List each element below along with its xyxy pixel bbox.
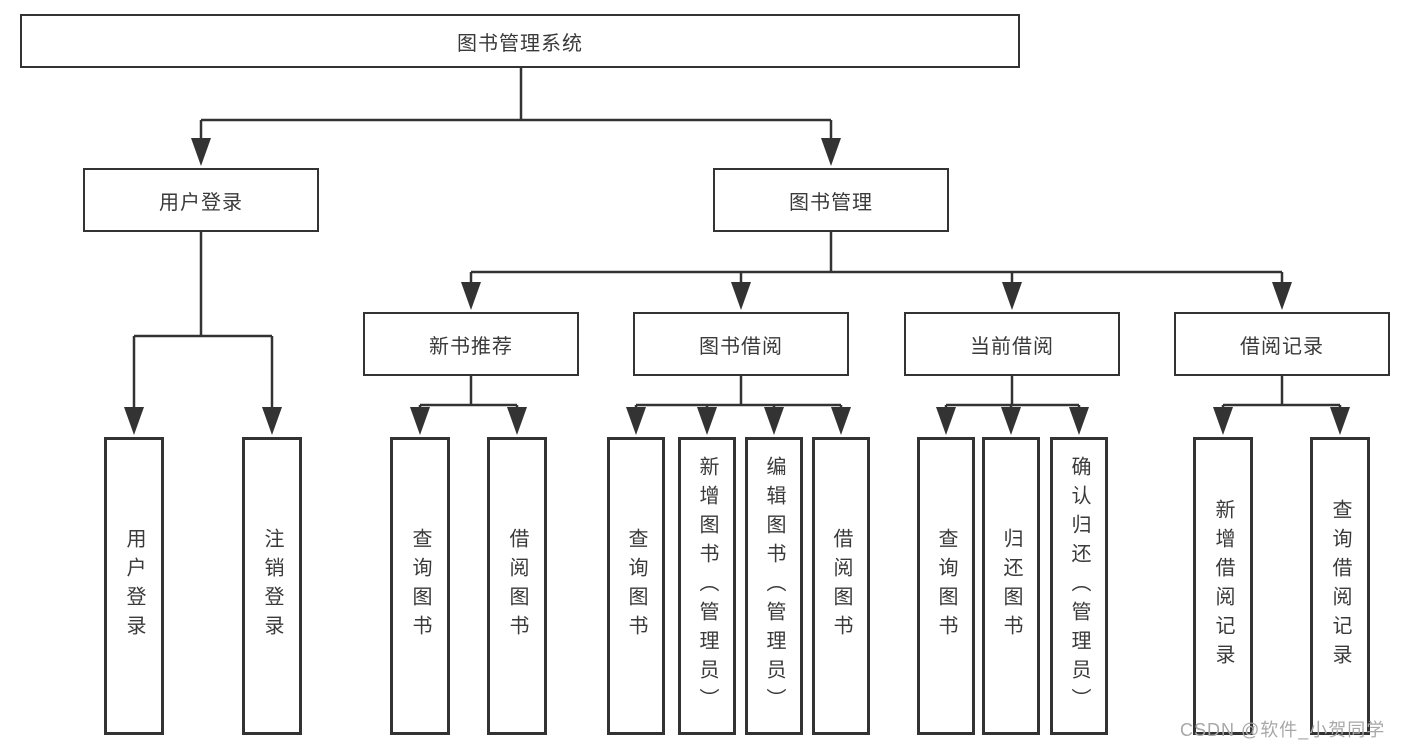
leaf-newbook-query-books: 查询图书 (390, 437, 450, 735)
leaf-current-query-books: 查询图书 (917, 437, 975, 735)
arrowhead (1272, 282, 1292, 310)
arrowhead (821, 138, 841, 166)
leaf-borrowing-borrow-books-label: 借阅图书 (830, 528, 852, 644)
node-current-borrowing-label: 当前借阅 (970, 335, 1054, 358)
arrowhead (1002, 282, 1022, 310)
arrowhead (461, 282, 481, 310)
leaf-current-query-books-label: 查询图书 (935, 528, 957, 644)
leaf-newbook-query-books-label: 查询图书 (409, 528, 431, 644)
node-new-book-recommend-label: 新书推荐 (429, 335, 513, 358)
leaf-current-confirm-return-admin: 确认归还（管理员） (1050, 437, 1108, 735)
leaf-borrowing-add-books-admin: 新增图书（管理员） (678, 437, 736, 735)
node-root: 图书管理系统 (20, 14, 1020, 68)
leaf-borrowing-add-books-admin-label: 新增图书（管理员） (696, 455, 718, 717)
arrowhead (191, 138, 211, 166)
arrowhead (626, 407, 646, 435)
node-book-management-label: 图书管理 (789, 191, 873, 214)
leaf-borrowing-query-books-label: 查询图书 (625, 528, 647, 644)
node-borrowing-records-label: 借阅记录 (1240, 335, 1324, 358)
leaf-current-return-books: 归还图书 (982, 437, 1040, 735)
node-user-login-branch-label: 用户登录 (159, 191, 243, 214)
connector-path (634, 376, 843, 420)
arrowhead (507, 407, 527, 435)
leaf-current-confirm-return-admin-label: 确认归还（管理员） (1068, 455, 1090, 717)
node-current-borrowing: 当前借阅 (904, 312, 1120, 376)
arrowhead (1213, 407, 1233, 435)
arrowhead (1001, 407, 1021, 435)
arrowhead (124, 407, 144, 435)
connector-path (1221, 376, 1342, 420)
leaf-borrowing-edit-books-admin-label: 编辑图书（管理员） (763, 455, 785, 717)
leaf-current-return-books-label: 归还图书 (1000, 528, 1022, 644)
node-user-login-branch: 用户登录 (83, 168, 319, 232)
leaf-logout: 注销登录 (242, 437, 302, 735)
arrowhead (697, 407, 717, 435)
leaf-borrowing-borrow-books: 借阅图书 (812, 437, 870, 735)
leaf-borrowing-query-books: 查询图书 (607, 437, 665, 735)
leaf-newbook-borrow-books: 借阅图书 (487, 437, 547, 735)
leaf-borrowing-edit-books-admin: 编辑图书（管理员） (745, 437, 803, 735)
arrowhead (731, 282, 751, 310)
node-borrowing-records: 借阅记录 (1174, 312, 1390, 376)
connector-path (469, 232, 1284, 295)
node-book-borrowing: 图书借阅 (633, 312, 849, 376)
node-book-borrowing-label: 图书借阅 (699, 335, 783, 358)
connector-path (418, 376, 519, 420)
leaf-records-add-record-label: 新增借阅记录 (1212, 499, 1234, 673)
leaf-records-query-record: 查询借阅记录 (1310, 437, 1370, 735)
leaf-user-login-label: 用户登录 (123, 528, 145, 644)
leaf-records-add-record: 新增借阅记录 (1193, 437, 1253, 735)
connector-path (132, 232, 274, 420)
leaf-records-query-record-label: 查询借阅记录 (1329, 499, 1351, 673)
leaf-user-login: 用户登录 (104, 437, 164, 735)
leaf-logout-label: 注销登录 (261, 528, 283, 644)
arrowhead (764, 407, 784, 435)
node-new-book-recommend: 新书推荐 (363, 312, 579, 376)
csdn-watermark: CSDN @软件_小贺同学 (1180, 720, 1386, 740)
connector-path (199, 68, 833, 150)
arrowhead (1069, 407, 1089, 435)
arrowhead (936, 407, 956, 435)
arrowhead (262, 407, 282, 435)
arrowhead (1330, 407, 1350, 435)
node-root-label: 图书管理系统 (457, 32, 583, 55)
leaf-newbook-borrow-books-label: 借阅图书 (506, 528, 528, 644)
arrowhead (410, 407, 430, 435)
node-book-management: 图书管理 (713, 168, 949, 232)
arrowhead (831, 407, 851, 435)
